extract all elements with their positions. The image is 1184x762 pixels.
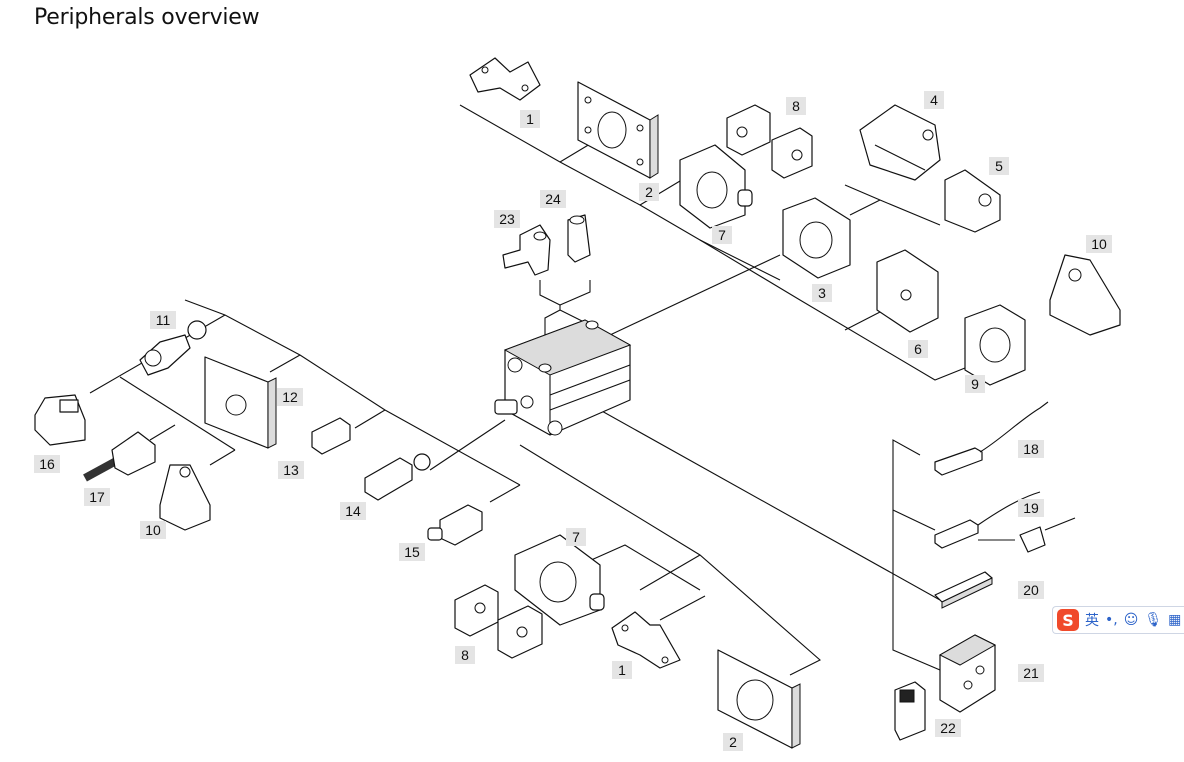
- callout-15: 15: [399, 543, 425, 561]
- part-self-align-coupler-15: [427, 504, 483, 546]
- callout-3: 3: [812, 284, 832, 302]
- svg-text:13: 13: [283, 462, 299, 478]
- svg-text:11: 11: [156, 312, 171, 328]
- callout-20: 20: [1018, 581, 1044, 599]
- part-proximity-sensor-18: [934, 401, 1049, 476]
- svg-text:12: 12: [282, 389, 298, 405]
- svg-text:6: 6: [914, 341, 922, 357]
- svg-text:2: 2: [729, 734, 737, 750]
- part-flange-plate-2-bottom: [717, 649, 801, 749]
- svg-text:4: 4: [930, 92, 938, 108]
- callout-13: 13: [278, 461, 304, 479]
- part-valve-22: [894, 681, 926, 741]
- callout-19: 19: [1018, 499, 1044, 517]
- svg-text:9: 9: [971, 376, 979, 392]
- svg-text:1: 1: [618, 662, 626, 678]
- part-rod-clevis-14: [364, 453, 431, 501]
- svg-text:3: 3: [818, 285, 826, 301]
- svg-text:19: 19: [1023, 500, 1039, 516]
- callout-10-left: 10: [140, 521, 166, 539]
- lang-toggle-icon[interactable]: 英: [1085, 613, 1099, 629]
- part-threaded-clevis-17: [83, 431, 156, 482]
- callout-21: 21: [1018, 664, 1044, 682]
- part-clevis-bracket-5: [944, 169, 1001, 233]
- svg-text:24: 24: [545, 191, 561, 207]
- part-flange-plate-2-top: [577, 81, 659, 179]
- compact-cylinder: [494, 319, 632, 436]
- callout-22: 22: [935, 719, 961, 737]
- part-swivel-flange-9: [964, 304, 1026, 386]
- part-clevis-4: [859, 104, 941, 181]
- punctuation-icon[interactable]: •,: [1105, 612, 1118, 628]
- part-manifold-21: [938, 634, 997, 713]
- svg-text:18: 18: [1023, 441, 1039, 457]
- callout-16: 16: [34, 455, 60, 473]
- part-foot-mount-1-bottom: [611, 611, 681, 669]
- svg-text:14: 14: [345, 503, 361, 519]
- emoji-icon[interactable]: ☺: [1123, 612, 1139, 628]
- part-flange-plate-12: [204, 356, 277, 449]
- callout-12: 12: [277, 388, 303, 406]
- svg-text:17: 17: [89, 489, 105, 505]
- part-fitting-23: [502, 224, 551, 276]
- part-trunnion-7-top: [679, 144, 753, 229]
- part-rod-eye-bracket-10-right: [1049, 254, 1121, 336]
- svg-text:10: 10: [1091, 236, 1107, 252]
- svg-text:7: 7: [718, 227, 726, 243]
- svg-text:23: 23: [499, 211, 515, 227]
- svg-text:7: 7: [572, 529, 580, 545]
- callout-23: 23: [494, 210, 520, 228]
- callout-7-bottom: 7: [566, 528, 586, 546]
- callout-10-right: 10: [1086, 235, 1112, 253]
- svg-text:21: 21: [1023, 665, 1039, 681]
- svg-text:5: 5: [995, 158, 1003, 174]
- keyboard-icon[interactable]: ▦: [1168, 612, 1182, 628]
- callout-2-top: 2: [639, 183, 659, 201]
- ime-logo-icon[interactable]: S: [1057, 609, 1079, 631]
- callout-4: 4: [924, 91, 944, 109]
- part-fitting-24: [567, 214, 591, 263]
- svg-text:1: 1: [526, 111, 534, 127]
- callout-8-bottom: 8: [455, 646, 475, 664]
- callout-18: 18: [1018, 440, 1044, 458]
- callout-9: 9: [965, 375, 985, 393]
- svg-text:8: 8: [461, 647, 469, 663]
- ime-toolbar[interactable]: S 英 •, ☺ 🎙 ▦: [1052, 606, 1184, 634]
- part-proximity-sensor-19: [934, 491, 1076, 553]
- part-clevis-foot-10-left: [159, 464, 211, 531]
- callout-8-top: 8: [786, 97, 806, 115]
- microphone-icon[interactable]: 🎙: [1144, 612, 1163, 628]
- part-rod-eye-11: [139, 320, 207, 376]
- svg-text:8: 8: [792, 98, 800, 114]
- part-sensor-rail-20: [934, 571, 993, 609]
- svg-text:15: 15: [404, 544, 420, 560]
- part-clevis-foot-16: [34, 394, 86, 446]
- page-title: Peripherals overview: [34, 5, 260, 30]
- svg-text:22: 22: [940, 720, 956, 736]
- svg-text:20: 20: [1023, 582, 1039, 598]
- callout-17: 17: [84, 488, 110, 506]
- callout-5: 5: [989, 157, 1009, 175]
- svg-text:16: 16: [39, 456, 55, 472]
- callout-14: 14: [340, 502, 366, 520]
- part-trunnion-7-bottom: [514, 534, 605, 626]
- callout-6: 6: [908, 340, 928, 358]
- part-rear-flange-6: [876, 249, 939, 333]
- part-sensor-bracket-8-top: [726, 104, 813, 179]
- part-foot-mount-1-top: [469, 57, 541, 101]
- part-sensor-bracket-8-bottom: [454, 584, 543, 659]
- part-coupling-13: [311, 417, 351, 455]
- callout-24: 24: [540, 190, 566, 208]
- part-flange-3: [782, 197, 851, 279]
- callout-11: 11: [150, 311, 176, 329]
- callout-1-bottom: 1: [612, 661, 632, 679]
- callout-1-top: 1: [520, 110, 540, 128]
- svg-text:2: 2: [645, 184, 653, 200]
- callout-2-bottom: 2: [723, 733, 743, 751]
- svg-text:10: 10: [145, 522, 161, 538]
- callout-7-top: 7: [712, 226, 732, 244]
